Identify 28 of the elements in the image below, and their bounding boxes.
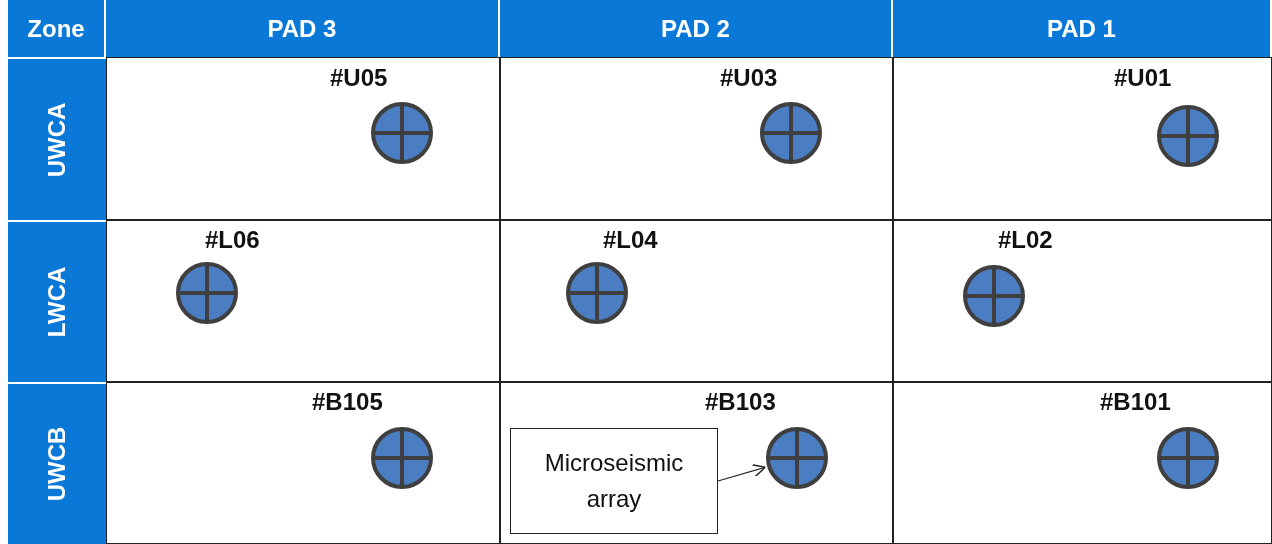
well-label: #L06 (205, 226, 260, 254)
well-symbol (1156, 426, 1220, 490)
column-header: PAD 1 (893, 0, 1272, 57)
well-symbol (565, 261, 629, 325)
well-symbol (765, 426, 829, 490)
row-header: UWCA (43, 102, 71, 177)
well-symbol (759, 101, 823, 165)
well-symbol (175, 261, 239, 325)
well-symbol (962, 264, 1026, 328)
row-header: UWCB (43, 426, 71, 502)
well-label: #B105 (312, 388, 383, 416)
arrow (717, 464, 767, 482)
table-header-cell: Zone (8, 0, 106, 57)
well-label: #L02 (998, 226, 1053, 254)
row-header: LWCA (43, 266, 71, 338)
callout-text: Microseismic array (543, 448, 685, 514)
column-header: PAD 3 (106, 0, 500, 57)
column-header: PAD 2 (500, 0, 893, 57)
well-symbol (1156, 104, 1220, 168)
well-label: #U05 (330, 64, 388, 92)
well-label: #U01 (1114, 64, 1172, 92)
well-symbol (370, 101, 434, 165)
callout-box (510, 428, 718, 534)
well-label: #B103 (705, 388, 776, 416)
well-label: #U03 (720, 64, 778, 92)
well-label: #B101 (1100, 388, 1171, 416)
well-label: #L04 (603, 226, 658, 254)
well-symbol (370, 426, 434, 490)
